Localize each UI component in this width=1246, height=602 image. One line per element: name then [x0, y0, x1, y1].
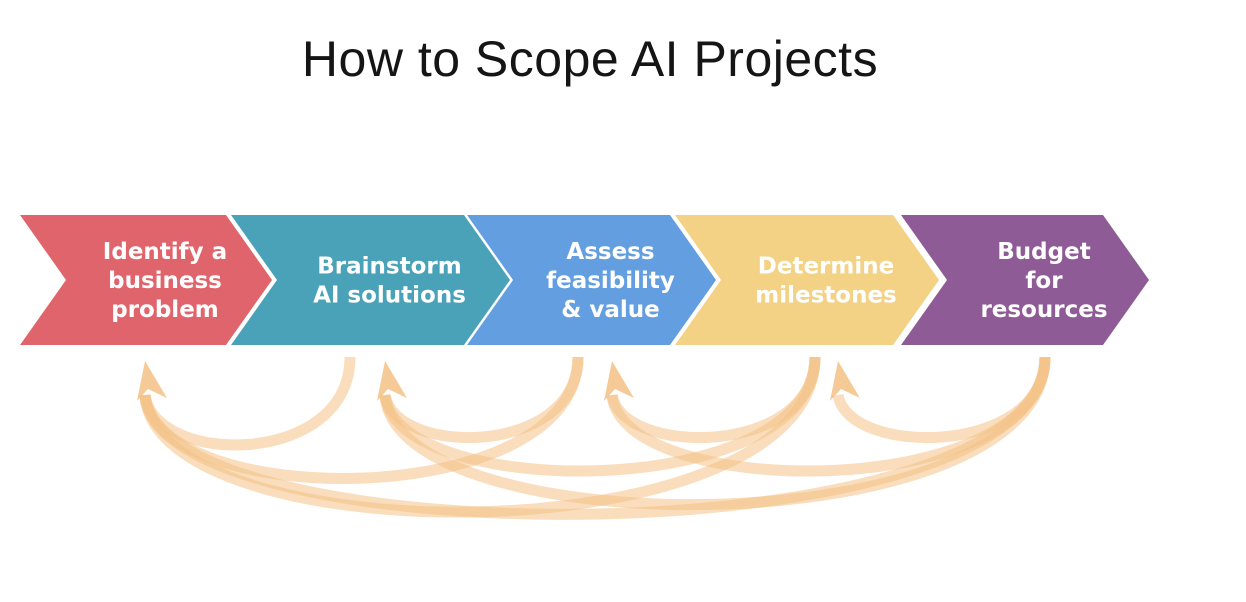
step-3-label-line-2: feasibility [546, 268, 675, 294]
step-5-label-line-1: Budget [997, 239, 1090, 265]
arrowhead-icon-1 [137, 361, 167, 401]
step-1-chevron: Identify a business problem [20, 215, 272, 345]
step-4-label-line-1: Determine [758, 254, 894, 280]
step-2-label-line-1: Brainstorm [317, 254, 461, 280]
step-3-chevron: Assess feasibility & value [467, 215, 716, 345]
diagram-title: How to Scope AI Projects [301, 31, 879, 87]
feedback-arrow-5-to-1 [139, 356, 1051, 520]
step-5-shape [901, 215, 1149, 345]
step-3-shape [467, 215, 716, 345]
arrowhead-icon-4 [830, 361, 860, 401]
feedback-arrow-2-to-1 [139, 356, 356, 451]
step-2-label-line-2: AI solutions [313, 283, 466, 309]
step-3-label-line-3: & value [561, 297, 659, 323]
feedback-arrow-5-to-2 [379, 356, 1051, 511]
step-1-label-line-2: business [108, 268, 222, 294]
step-5-label-line-3: resources [980, 297, 1107, 323]
step-4-shape [675, 215, 939, 345]
step-5-chevron: Budget for resources [901, 215, 1149, 345]
step-1-shape [20, 215, 272, 345]
step-4-chevron: Determine milestones [675, 215, 939, 345]
step-2-chevron: Brainstorm AI solutions [231, 215, 510, 345]
step-4-label-line-2: milestones [755, 283, 896, 309]
feedback-arrows [137, 356, 1051, 520]
step-3-label-line-1: Assess [566, 239, 654, 265]
step-5-label-line-2: for [1025, 268, 1063, 294]
step-1-label-line-3: problem [111, 297, 219, 323]
feedback-arrow-5-to-3 [606, 356, 1051, 477]
arrowhead-icon-3 [604, 361, 634, 401]
arrowhead-icon-2 [377, 361, 407, 401]
step-1-label-line-1: Identify a [103, 239, 227, 265]
step-2-shape [231, 215, 510, 345]
